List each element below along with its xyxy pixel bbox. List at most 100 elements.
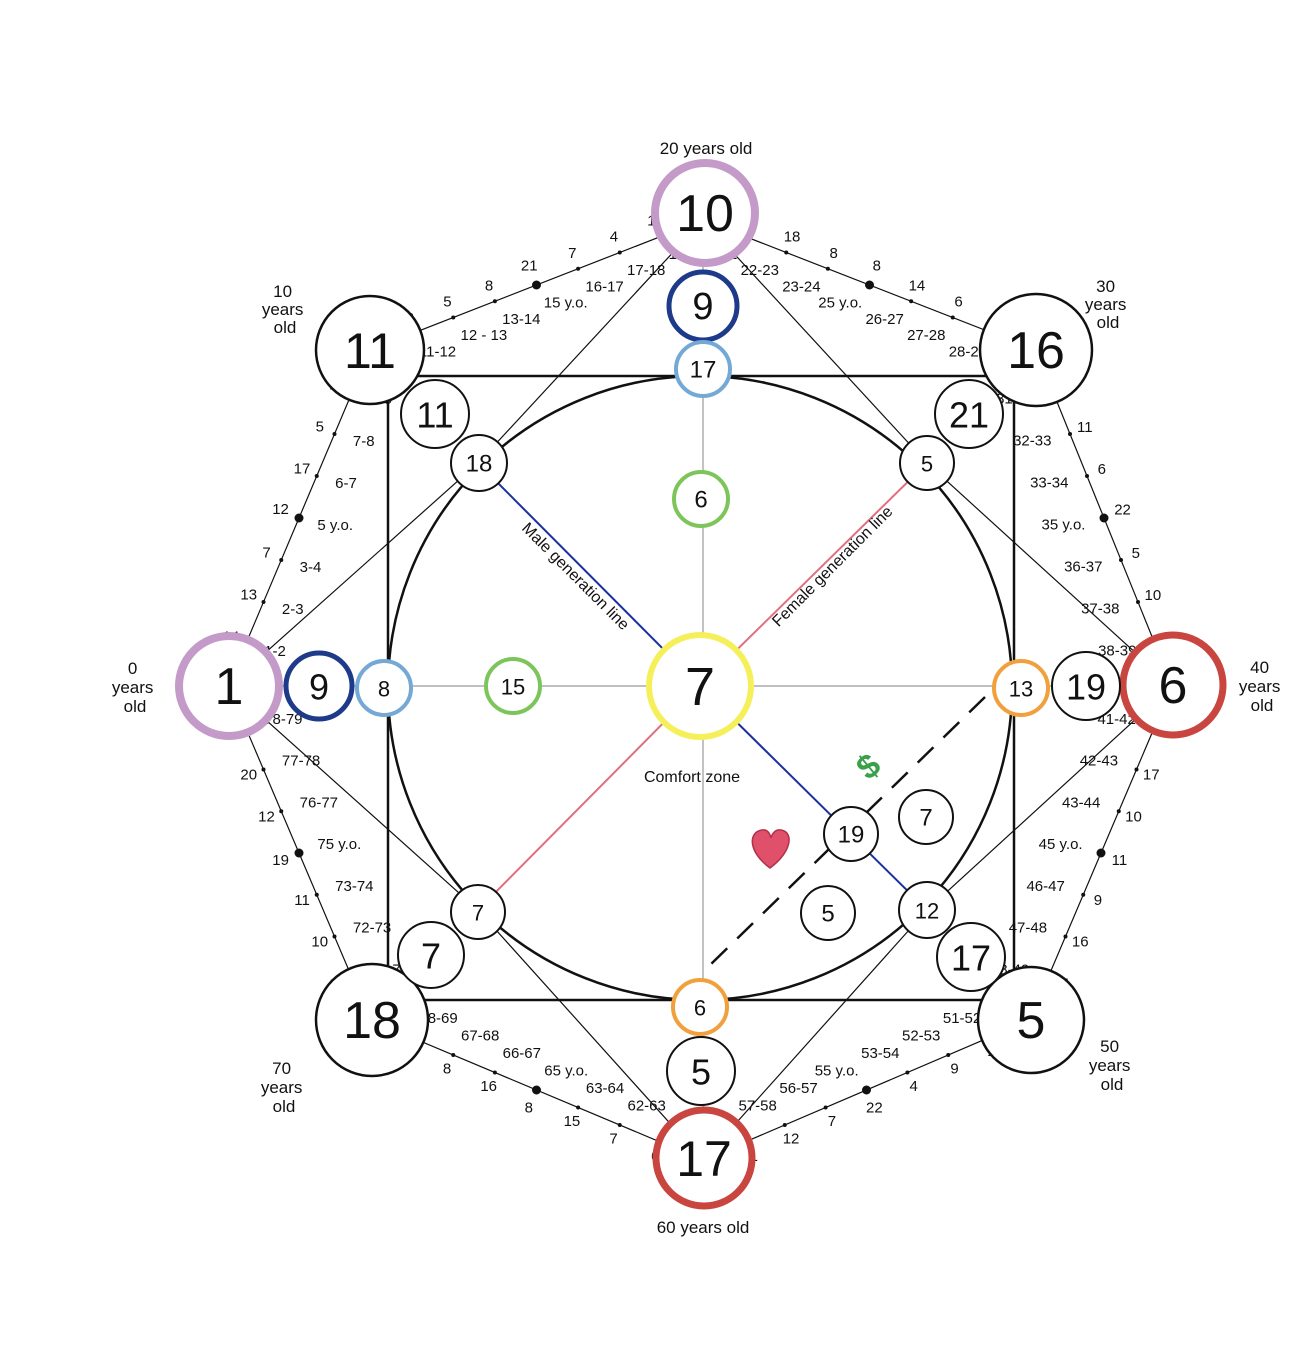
tick-number: 11 <box>1077 419 1093 436</box>
tick-dot <box>1068 432 1072 436</box>
node-ring <box>976 965 1086 1075</box>
tick-dot <box>823 1105 828 1110</box>
node-value: 9 <box>692 286 713 328</box>
tick-dot <box>825 266 830 271</box>
age-label-20: 20 years old <box>660 139 753 158</box>
age-label-30: 30 years old <box>1085 277 1131 332</box>
node-ring <box>674 340 732 398</box>
tick-age-range: 42-43 <box>1080 753 1118 770</box>
node-ring <box>450 434 508 492</box>
node-value: 10 <box>676 185 734 243</box>
node-value: 15 <box>501 675 525 700</box>
node-ring <box>823 806 879 862</box>
age-labels: 20 years old 60 years old 0 years old 10… <box>112 139 1281 1237</box>
node-value: 1 <box>215 658 244 716</box>
node-value: 11 <box>416 395 453 436</box>
node-value: 6 <box>1159 657 1188 715</box>
tick-number: 10 <box>1125 808 1142 825</box>
tick-age-range: 53-54 <box>861 1045 899 1062</box>
node-top-1: 9 <box>666 269 740 343</box>
node-right-2: 13 <box>992 659 1050 717</box>
node-value: 19 <box>1066 667 1106 708</box>
node-ring <box>652 1106 756 1210</box>
tick-age-range: 67-68 <box>461 1028 499 1045</box>
tick-number: 16 <box>480 1078 497 1095</box>
node-bottom-2: 6 <box>671 978 729 1036</box>
age-label-10-years: years <box>262 300 304 319</box>
tick-dot <box>576 1105 581 1110</box>
age-label-70: 70 years old <box>261 1059 307 1116</box>
tick-age-range: 38-39 <box>1098 642 1136 659</box>
node-bottom-left-2: 7 <box>450 884 506 940</box>
dollar-icon: $ <box>849 746 888 787</box>
age-label-50-num: 50 <box>1100 1037 1119 1056</box>
node-value: 6 <box>694 996 706 1021</box>
tick-age-range: 6-7 <box>335 475 357 492</box>
tick-number: 20 <box>240 767 257 784</box>
tick-dot <box>314 474 319 478</box>
tick-age-range: 2-3 <box>282 601 304 618</box>
node-extra-b: 5 <box>800 885 856 941</box>
tick-number: 7 <box>568 245 576 262</box>
tick-number: 11 <box>294 892 310 909</box>
tick-number: 6 <box>954 294 962 311</box>
major-tick-dot <box>294 848 304 858</box>
node-ring <box>899 435 955 491</box>
tick-dot <box>1085 474 1089 478</box>
tick-number: 8 <box>830 245 838 262</box>
tick-number: 10 <box>311 934 328 951</box>
tick-age-range: 66-67 <box>503 1045 541 1062</box>
node-value: 21 <box>949 395 989 436</box>
node-value: 7 <box>685 657 715 717</box>
tick-number: 9 <box>950 1061 958 1078</box>
node-value: 9 <box>309 667 329 708</box>
tick-number: 22 <box>866 1099 883 1116</box>
age-label-30-old: old <box>1097 313 1120 332</box>
age-label-0-old: old <box>124 697 147 716</box>
tick-dot <box>1063 934 1068 939</box>
tick-age-range: 13-14 <box>502 311 540 328</box>
node-value: 5 <box>691 1052 711 1093</box>
tick-number: 4 <box>910 1078 918 1095</box>
node-right: 6 <box>1119 631 1227 739</box>
tick-number: 8 <box>873 257 881 274</box>
age-label-70-old: old <box>273 1097 296 1116</box>
tick-number: 8 <box>525 1099 533 1116</box>
age-label-0-years: years <box>112 678 154 697</box>
age-label-0: 0 years old <box>112 659 158 716</box>
tick-age-range: 65 y.o. <box>544 1063 588 1080</box>
age-label-70-years: years <box>261 1078 303 1097</box>
age-label-30-years: years <box>1085 295 1127 314</box>
node-ring <box>175 632 283 740</box>
node-ring <box>283 650 355 722</box>
tick-age-range: 41-42 <box>1097 711 1135 728</box>
node-top-right-2: 5 <box>899 435 955 491</box>
tick-number: 21 <box>521 257 538 274</box>
tick-number: 9 <box>1094 892 1102 909</box>
node-ring <box>397 921 465 989</box>
tick-dot <box>782 1123 787 1127</box>
major-tick-dot <box>862 1085 871 1095</box>
age-label-40-num: 40 <box>1250 658 1269 677</box>
tick-age-range: 26-27 <box>865 311 903 328</box>
major-tick-dot <box>532 280 541 290</box>
node-ring <box>800 885 856 941</box>
node-bottom-left-1: 7 <box>397 921 465 989</box>
node-money-line: 19 <box>823 806 879 862</box>
tick-age-range: 72-73 <box>353 920 391 937</box>
node-bottom-right-2: 12 <box>898 881 956 939</box>
node-ring <box>450 884 506 940</box>
tick-age-range: 76-77 <box>300 794 338 811</box>
node-ring <box>1051 651 1121 721</box>
node-ring <box>898 881 956 939</box>
tick-dot <box>909 299 914 304</box>
tick-age-range: 55 y.o. <box>815 1063 859 1080</box>
node-ring <box>671 978 729 1036</box>
tick-number: 7 <box>609 1131 617 1148</box>
tick-age-range: 63-64 <box>586 1080 624 1097</box>
age-label-40-years: years <box>1239 677 1281 696</box>
